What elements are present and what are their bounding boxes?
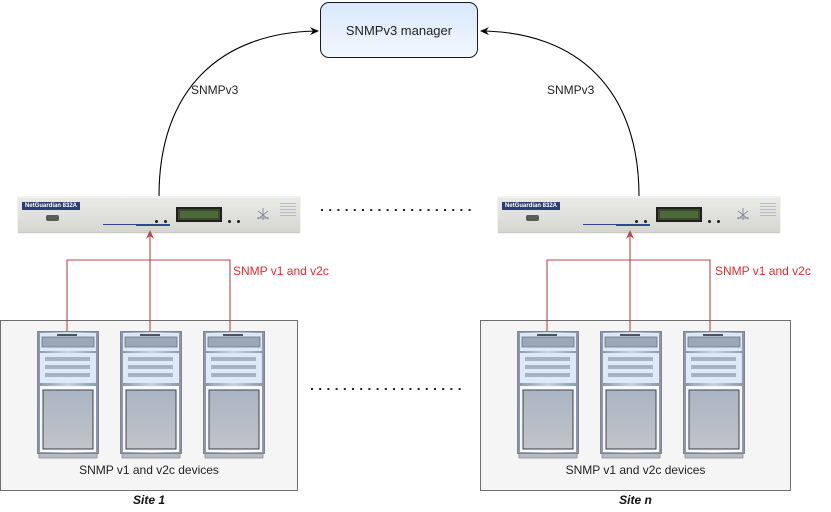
lcd-display [176, 207, 222, 222]
device-trim [103, 224, 163, 225]
local-bus-site-1 [66, 230, 231, 331]
site-n-caption: SNMP v1 and v2c devices [565, 463, 706, 477]
manager-label: SNMPv3 manager [345, 22, 453, 38]
serial-port-icon [526, 215, 539, 221]
snmp-device-server-icon[interactable] [683, 331, 745, 459]
snmpv3-label-right: SNMPv3 [547, 83, 595, 97]
device-model-badge: NetGuardian 832A [502, 202, 561, 210]
snmp-device-server-icon[interactable] [37, 331, 99, 459]
led-icon [635, 220, 638, 223]
device-trim [583, 224, 643, 225]
led-icon [717, 220, 720, 223]
led-icon [228, 220, 231, 223]
netguardian-device-site-n[interactable]: NetGuardian 832A [498, 196, 780, 232]
snmpv3-label-left: SNMPv3 [191, 83, 239, 97]
brand-logo-icon [257, 208, 269, 220]
local-bus-site-n [546, 230, 711, 331]
led-icon [155, 220, 158, 223]
serial-port-icon [46, 215, 59, 221]
snmpv3-link-right [480, 27, 640, 197]
site-n-title: Site n [619, 493, 652, 507]
brand-logo-icon [737, 208, 749, 220]
snmp-device-server-icon[interactable] [120, 331, 182, 459]
led-icon [164, 220, 167, 223]
local-protocol-label-left: SNMP v1 and v2c [233, 264, 329, 278]
snmpv3-manager-node[interactable]: SNMPv3 manager [320, 2, 478, 58]
device-trim [136, 224, 170, 226]
snmpv3-link-left [158, 27, 319, 197]
lcd-display [656, 207, 702, 222]
device-info-label [760, 203, 776, 217]
snmp-device-server-icon[interactable] [517, 331, 579, 459]
led-icon [708, 220, 711, 223]
snmp-device-server-icon[interactable] [203, 331, 265, 459]
device-info-label [280, 203, 296, 217]
led-icon [644, 220, 647, 223]
device-model-badge: NetGuardian 832A [22, 202, 81, 210]
netguardian-device-site-1[interactable]: NetGuardian 832A [18, 196, 300, 232]
site-1-title: Site 1 [132, 493, 165, 507]
local-protocol-label-right: SNMP v1 and v2c [715, 264, 811, 278]
site-1-caption: SNMP v1 and v2c devices [79, 463, 219, 477]
led-icon [237, 220, 240, 223]
device-trim [616, 224, 650, 226]
snmp-device-server-icon[interactable] [600, 331, 662, 459]
